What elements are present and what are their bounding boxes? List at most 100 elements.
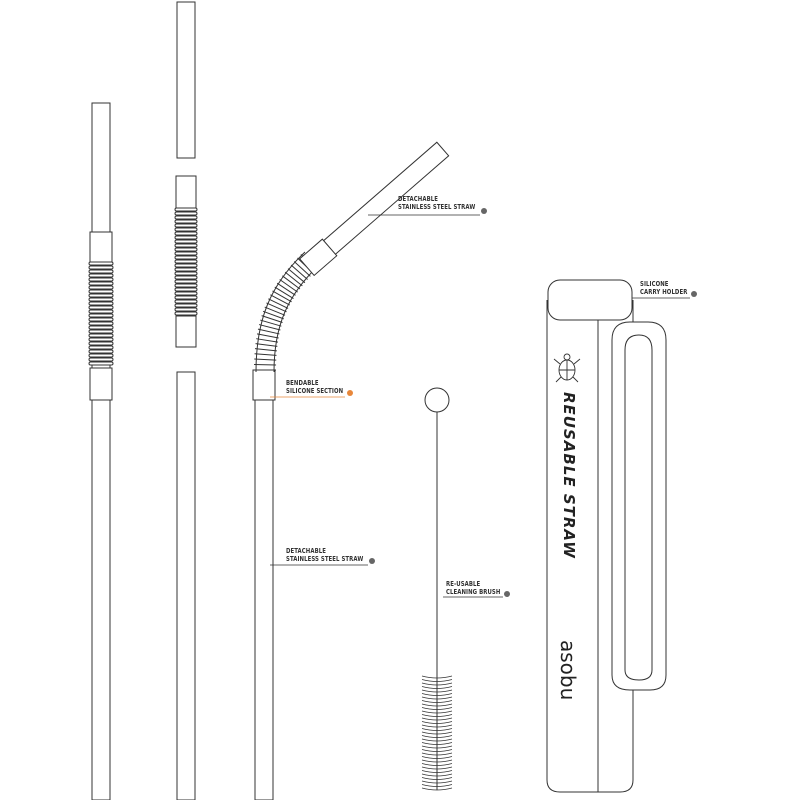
bellows-ridge bbox=[88, 313, 114, 318]
brush-bristle bbox=[421, 679, 453, 682]
bellows-ridge bbox=[88, 325, 114, 330]
label-line: STAINLESS STEEL STRAW bbox=[286, 555, 364, 563]
brush-bristle bbox=[421, 686, 453, 689]
bellows-ridge bbox=[270, 294, 291, 306]
brush-bristle bbox=[421, 770, 453, 773]
brush-bristle bbox=[421, 759, 453, 763]
bellows-ridge bbox=[88, 289, 114, 294]
bellows-ridge bbox=[88, 329, 114, 334]
bellows-ridge bbox=[279, 279, 298, 293]
bellows-ridge bbox=[174, 235, 198, 240]
brush-bristle bbox=[421, 689, 453, 693]
bellows-ridge bbox=[261, 315, 283, 323]
bellows-ridge bbox=[88, 353, 114, 358]
bent-straw bbox=[252, 141, 450, 800]
bellows-ridge bbox=[88, 345, 114, 350]
dot-top-straw bbox=[481, 208, 487, 214]
dot-silicone bbox=[347, 390, 353, 396]
brush-bristle bbox=[421, 787, 453, 791]
label-holder: SILICONE CARRY HOLDER bbox=[640, 280, 687, 296]
bellows-ridge bbox=[88, 269, 114, 274]
bellows-ridge bbox=[174, 267, 198, 272]
bellows-ridge bbox=[174, 247, 198, 252]
bellows-ridge bbox=[174, 255, 198, 260]
brush-bristle bbox=[421, 700, 453, 703]
bellows-ridge bbox=[174, 311, 198, 316]
turtle-logo-icon bbox=[553, 353, 581, 383]
brush-bristle bbox=[421, 766, 453, 770]
label-line: SILICONE bbox=[640, 280, 669, 288]
brush-bristle bbox=[421, 763, 453, 766]
brush-bristle bbox=[421, 745, 453, 749]
bellows-ridge bbox=[88, 281, 114, 286]
bellows-ridge bbox=[257, 328, 280, 335]
bellows-ridge bbox=[264, 306, 286, 316]
brush-bristle bbox=[421, 777, 453, 780]
bellows-ridge bbox=[272, 290, 292, 303]
bellows-ridge bbox=[258, 324, 281, 331]
brush-bristle bbox=[421, 773, 453, 777]
brush-bristle bbox=[421, 710, 453, 714]
bellows-ridge bbox=[260, 319, 282, 327]
brush-bristle bbox=[421, 703, 453, 707]
bellows-ridge bbox=[174, 275, 198, 280]
brush-bristle bbox=[421, 784, 453, 787]
bellows-ridge bbox=[174, 283, 198, 288]
bellows-ridge bbox=[274, 286, 294, 299]
bellows-ridge bbox=[255, 343, 278, 347]
bellows-ridge bbox=[88, 301, 114, 306]
bellows-ridge bbox=[174, 295, 198, 300]
bellows-ridge bbox=[174, 291, 198, 296]
bellows-ridge bbox=[174, 307, 198, 312]
bellows-ridge bbox=[254, 363, 277, 366]
brush-bristle bbox=[421, 721, 453, 724]
bellows-ridge bbox=[254, 353, 277, 356]
label-line: BENDABLE bbox=[286, 379, 319, 387]
brand-logo: asobu bbox=[556, 640, 580, 701]
bellows-ridge bbox=[88, 293, 114, 298]
brush-bristle bbox=[421, 731, 453, 735]
bellows-ridge bbox=[88, 321, 114, 326]
brush-bristle bbox=[421, 735, 453, 738]
label-top-straw: DETACHABLE STAINLESS STEEL STRAW bbox=[398, 195, 475, 211]
bellows-ridge bbox=[174, 243, 198, 248]
bellows-ridge bbox=[88, 333, 114, 338]
dot-bottom-straw bbox=[369, 558, 375, 564]
bellows-ridge bbox=[174, 259, 198, 264]
label-line: DETACHABLE bbox=[286, 547, 326, 555]
assembled-straw bbox=[88, 102, 114, 800]
label-line: RE-USABLE bbox=[446, 580, 481, 588]
label-brush: RE-USABLE CLEANING BRUSH bbox=[446, 580, 500, 596]
bellows-ridge bbox=[287, 268, 306, 284]
bellows-ridge bbox=[174, 215, 198, 220]
brush-bristle bbox=[421, 696, 453, 700]
bellows-ridge bbox=[174, 239, 198, 244]
brush-bristle bbox=[421, 675, 453, 679]
bellows-ridge bbox=[174, 227, 198, 232]
bellows-ridge bbox=[174, 251, 198, 256]
bellows-ridge bbox=[174, 207, 198, 212]
brush-bristle bbox=[421, 756, 453, 759]
bellows-ridge bbox=[88, 265, 114, 270]
brush-bristle bbox=[421, 693, 453, 696]
bellows-ridge bbox=[174, 287, 198, 292]
exploded-straw bbox=[174, 1, 198, 800]
brush-bristle bbox=[421, 682, 453, 686]
bellows-ridge bbox=[290, 264, 308, 280]
cleaning-brush bbox=[421, 387, 453, 791]
holder-print-text: REUSABLE STRAW bbox=[560, 392, 578, 559]
brush-bristle bbox=[421, 717, 453, 721]
bellows-ridge bbox=[174, 223, 198, 228]
carry-holder bbox=[546, 279, 667, 793]
brush-bristle bbox=[421, 738, 453, 742]
brush-bristle bbox=[421, 752, 453, 756]
bellows-ridge bbox=[88, 317, 114, 322]
bellows-ridge bbox=[254, 348, 277, 352]
bellows-ridge bbox=[256, 333, 279, 339]
label-line: DETACHABLE bbox=[398, 195, 438, 203]
bellows-ridge bbox=[88, 341, 114, 346]
brush-bristle bbox=[421, 707, 453, 710]
bellows-ridge bbox=[88, 349, 114, 354]
brush-bristle bbox=[421, 728, 453, 731]
